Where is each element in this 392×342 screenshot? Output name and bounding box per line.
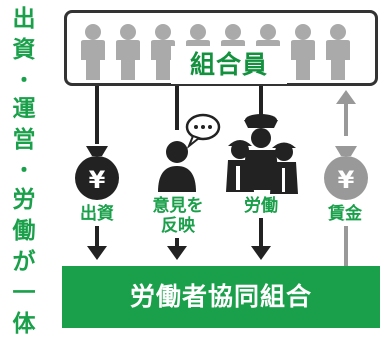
title-char: 一 xyxy=(12,279,36,306)
speech-person-icon xyxy=(158,113,221,192)
title-char: ・ xyxy=(14,68,34,93)
member-person-icon xyxy=(81,24,105,80)
opinion-arrow xyxy=(167,86,187,260)
labor-label: 労働 xyxy=(244,196,278,216)
members-label: 組合員 xyxy=(171,46,287,84)
yen-symbol: ¥ xyxy=(338,166,355,194)
title-char: 運 xyxy=(12,96,36,123)
investment-arrow xyxy=(87,86,107,260)
title-char: 営 xyxy=(12,127,36,154)
money-bag-icon: ¥ xyxy=(75,146,119,200)
opinion-label-line1: 意見を xyxy=(152,196,204,216)
workers-icon xyxy=(226,114,298,194)
opinion-label-line2: 反映 xyxy=(161,216,195,236)
cooperative-box: 労働者協同組合 xyxy=(62,266,380,328)
member-person-icon xyxy=(116,24,140,80)
wages-label: 賃金 xyxy=(328,204,362,224)
labor-arrow xyxy=(251,86,271,260)
member-person-icon xyxy=(291,24,315,80)
title-char: が xyxy=(12,248,36,275)
opinion-label: 意見を 反映 xyxy=(148,196,208,236)
vertical-title: 出 資 ・ 運 営 ・ 労 働 が 一 体 xyxy=(6,8,42,336)
money-bag-icon: ¥ xyxy=(324,146,368,200)
title-char: 労 xyxy=(12,186,36,213)
member-person-icon xyxy=(326,24,350,80)
title-char: 働 xyxy=(12,217,36,244)
yen-symbol: ¥ xyxy=(89,166,106,194)
title-char: ・ xyxy=(14,158,34,183)
wages-arrow xyxy=(336,90,356,266)
title-char: 体 xyxy=(12,310,36,337)
title-char: 資 xyxy=(12,37,36,64)
title-char: 出 xyxy=(12,6,36,32)
investment-label: 出資 xyxy=(80,204,114,224)
